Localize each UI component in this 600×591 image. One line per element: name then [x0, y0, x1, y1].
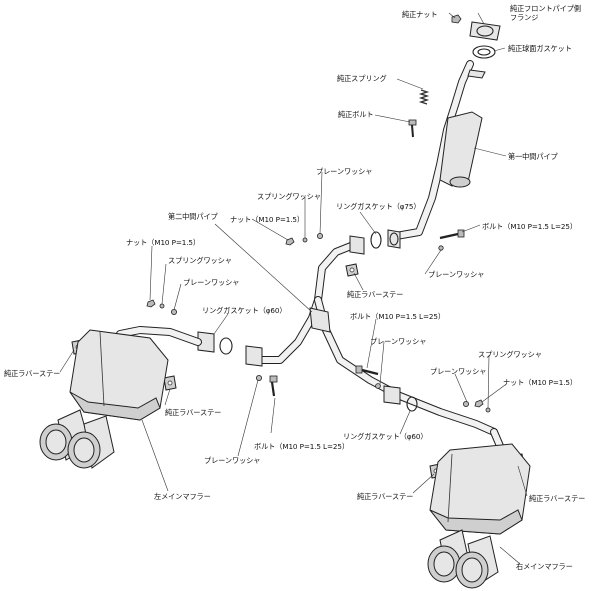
- label-spring-washer-left: スプリングワッシャ: [168, 256, 232, 265]
- label-plain-washer-top: プレーンワッシャ: [316, 167, 373, 176]
- spring-icon: [418, 89, 430, 105]
- second-mid-pipe: [197, 235, 498, 436]
- label-genuine-ball-gasket: 純正球面ガスケット: [508, 44, 572, 53]
- label-nut-m10-left: ナット（M10 P=1.5）: [126, 238, 200, 247]
- label-genuine-rubber-stay-right-inner: 純正ラバーステー: [357, 492, 414, 501]
- bolt-right-icon: [438, 229, 465, 251]
- label-ring-gasket-75: リングガスケット（φ75）: [336, 202, 421, 211]
- label-plain-washer-left: プレーンワッシャ: [183, 278, 240, 287]
- label-bolt-m10-lower-left: ボルト（M10 P=1.5 L=25）: [350, 312, 445, 321]
- label-plain-washer-lower-left: プレーンワッシャ: [370, 337, 427, 346]
- washer-nut-set-top: [285, 232, 323, 246]
- right-main-muffler: [427, 428, 531, 589]
- label-ring-gasket-60-right: リングガスケット（φ60）: [343, 432, 428, 441]
- label-plain-washer-right2: プレーンワッシャ: [430, 367, 487, 376]
- label-second-mid-pipe: 第二中間パイプ: [168, 212, 218, 221]
- label-bolt-m10-right: ボルト（M10 P=1.5 L=25）: [482, 222, 577, 231]
- label-plain-washer-right: プレーンワッシャ: [428, 270, 485, 279]
- washer-nut-set-right: [462, 399, 491, 413]
- washer-nut-set-left: [146, 299, 177, 315]
- label-nut-m10-top: ナット（M10 P=1.5）: [230, 215, 304, 224]
- genuine-nut-icon: [451, 14, 462, 24]
- label-spring-washer-top: スプリングワッシャ: [257, 192, 321, 201]
- label-genuine-spring: 純正スプリング: [337, 74, 387, 83]
- bolt-icon: [408, 119, 417, 138]
- label-genuine-bolt: 純正ボルト: [338, 110, 374, 119]
- first-mid-pipe: [392, 60, 486, 240]
- label-bolt-m10-center: ボルト（M10 P=1.5 L=25）: [254, 442, 349, 451]
- rubber-stay-center-icon: [345, 263, 359, 277]
- label-genuine-rubber-stay-left-inner: 純正ラバーステー: [165, 408, 222, 417]
- label-genuine-nut: 純正ナット: [402, 10, 438, 19]
- label-front-pipe-flange-1: 純正フロントパイプ側: [510, 4, 581, 13]
- label-nut-m10-right: ナット（M10 P=1.5）: [503, 378, 577, 387]
- label-plain-washer-center: プレーンワッシャ: [204, 456, 261, 465]
- leader-lines: [59, 12, 528, 565]
- front-pipe-flange: [469, 21, 501, 59]
- label-genuine-rubber-stay-right-outer: 純正ラバーステー: [529, 494, 586, 503]
- left-main-muffler: [39, 326, 202, 469]
- label-ring-gasket-60-left: リングガスケット（φ60）: [202, 306, 287, 315]
- ball-gasket: [472, 45, 496, 59]
- bolt-center-icon: [255, 374, 278, 397]
- ring-gasket-75: [370, 229, 401, 249]
- label-right-main-muffler: 右メインマフラー: [516, 562, 573, 571]
- label-left-main-muffler: 左メインマフラー: [154, 492, 211, 501]
- rubber-stay-left-inner-icon: [163, 375, 177, 391]
- label-genuine-rubber-stay-center: 純正ラバーステー: [347, 290, 404, 299]
- label-spring-washer-right: スプリングワッシャ: [478, 350, 542, 359]
- label-first-mid-pipe: 第一中間パイプ: [508, 152, 558, 161]
- label-genuine-rubber-stay-left-outer: 純正ラバーステー: [4, 369, 61, 378]
- label-front-pipe-flange-2: フランジ: [510, 13, 539, 22]
- bolt-lower-icon: [355, 365, 381, 389]
